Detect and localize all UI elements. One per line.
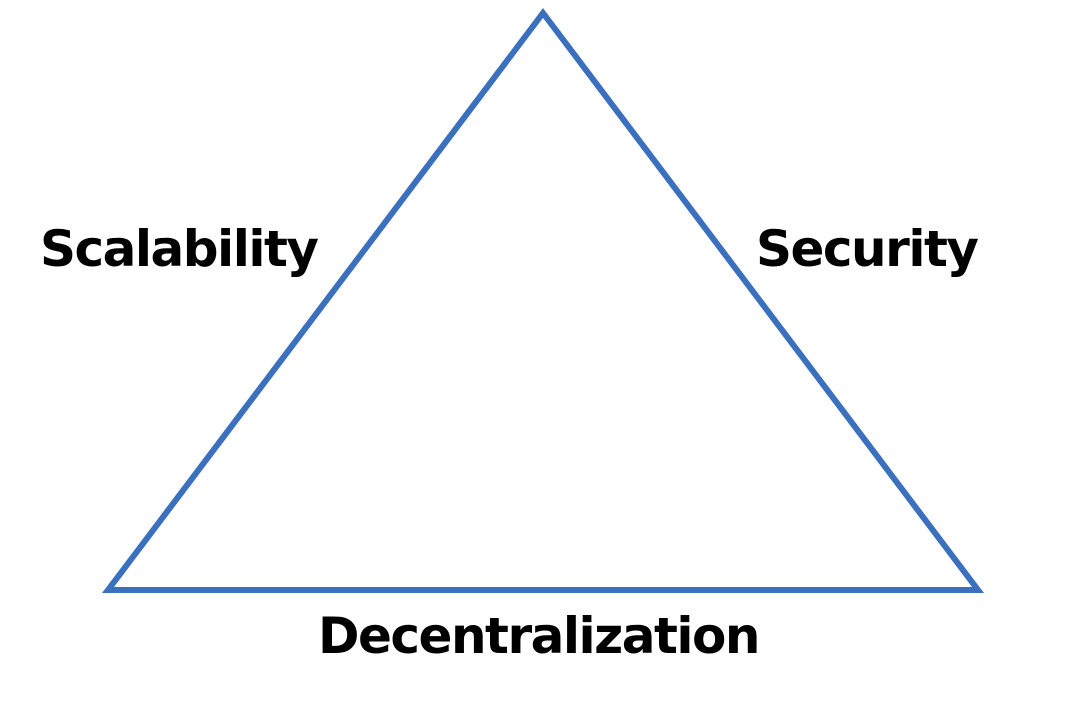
label-scalability: Scalability [40,220,319,278]
label-security: Security [756,220,979,278]
label-decentralization: Decentralization [318,607,760,665]
trilemma-triangle [101,8,985,593]
